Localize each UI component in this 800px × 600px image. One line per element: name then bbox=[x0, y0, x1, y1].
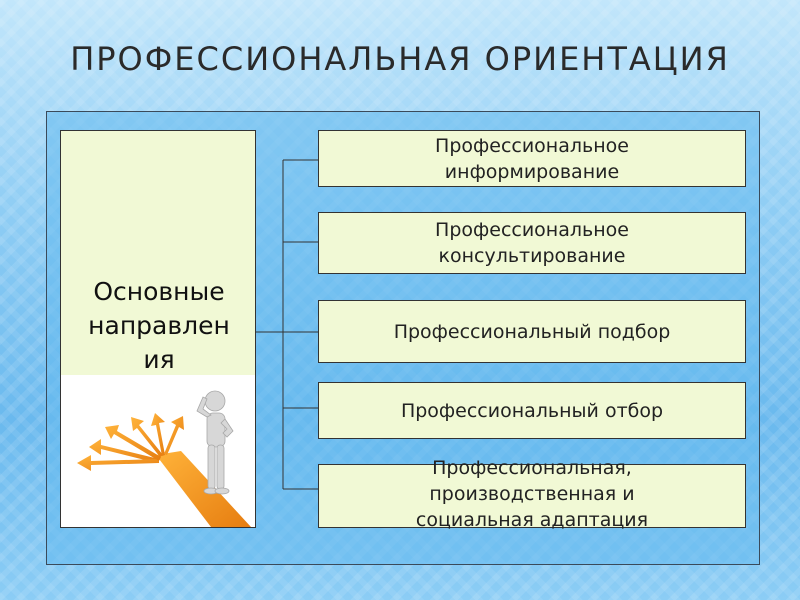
main-label-line-3: ия bbox=[143, 345, 175, 374]
item-2-line-2: консультирование bbox=[438, 245, 626, 267]
crossroads-figure-illustration bbox=[61, 375, 255, 527]
item-2-line-1: Профессиональное bbox=[435, 219, 629, 241]
main-label-line-2: направлен bbox=[88, 311, 230, 340]
item-1-line-1: Профессиональное bbox=[435, 134, 629, 157]
crossroads-arrows-icon bbox=[77, 390, 251, 527]
item-professional-screening: Профессиональный отбор bbox=[318, 382, 746, 439]
item-5-line-3: социальная адаптация bbox=[415, 509, 649, 531]
item-professional-informing: Профессиональное информирование bbox=[318, 130, 746, 187]
main-label-line-1: Основные bbox=[93, 277, 225, 306]
main-directions-label: Основные направлен ия bbox=[61, 275, 255, 377]
item-1-line-2: информирование bbox=[444, 160, 620, 183]
main-directions-box: Основные направлен ия bbox=[60, 130, 256, 528]
item-5-line-2: производственная и bbox=[429, 483, 635, 505]
item-4-line-1: Профессиональный отбор bbox=[400, 399, 664, 422]
slide-title: ПРОФЕССИОНАЛЬНАЯ ОРИЕНТАЦИЯ bbox=[70, 40, 730, 78]
item-professional-adaptation: Профессиональная, производственная и соц… bbox=[318, 457, 746, 531]
item-professional-consulting: Профессиональное консультирование bbox=[318, 212, 746, 274]
item-3-line-1: Профессиональный подбор bbox=[393, 320, 671, 343]
item-professional-selection: Профессиональный подбор bbox=[318, 300, 746, 363]
item-5-line-1: Профессиональная, bbox=[432, 457, 632, 479]
